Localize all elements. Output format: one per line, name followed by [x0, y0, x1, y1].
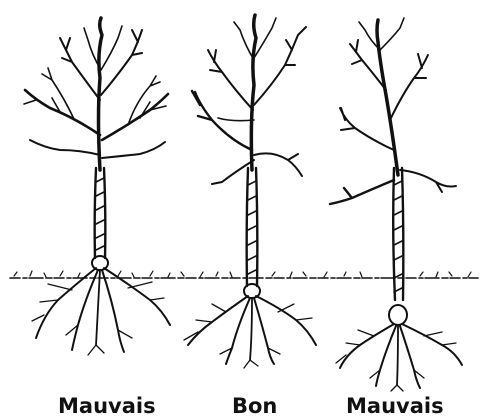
graft-union-right [389, 305, 407, 325]
caption-middle: Bon [232, 394, 277, 418]
tree-left [24, 18, 170, 355]
tree-right [330, 18, 462, 391]
caption-right: Mauvais [346, 394, 444, 418]
tree-middle [184, 15, 316, 368]
caption-left: Mauvais [58, 394, 156, 418]
ground-line [10, 271, 478, 278]
